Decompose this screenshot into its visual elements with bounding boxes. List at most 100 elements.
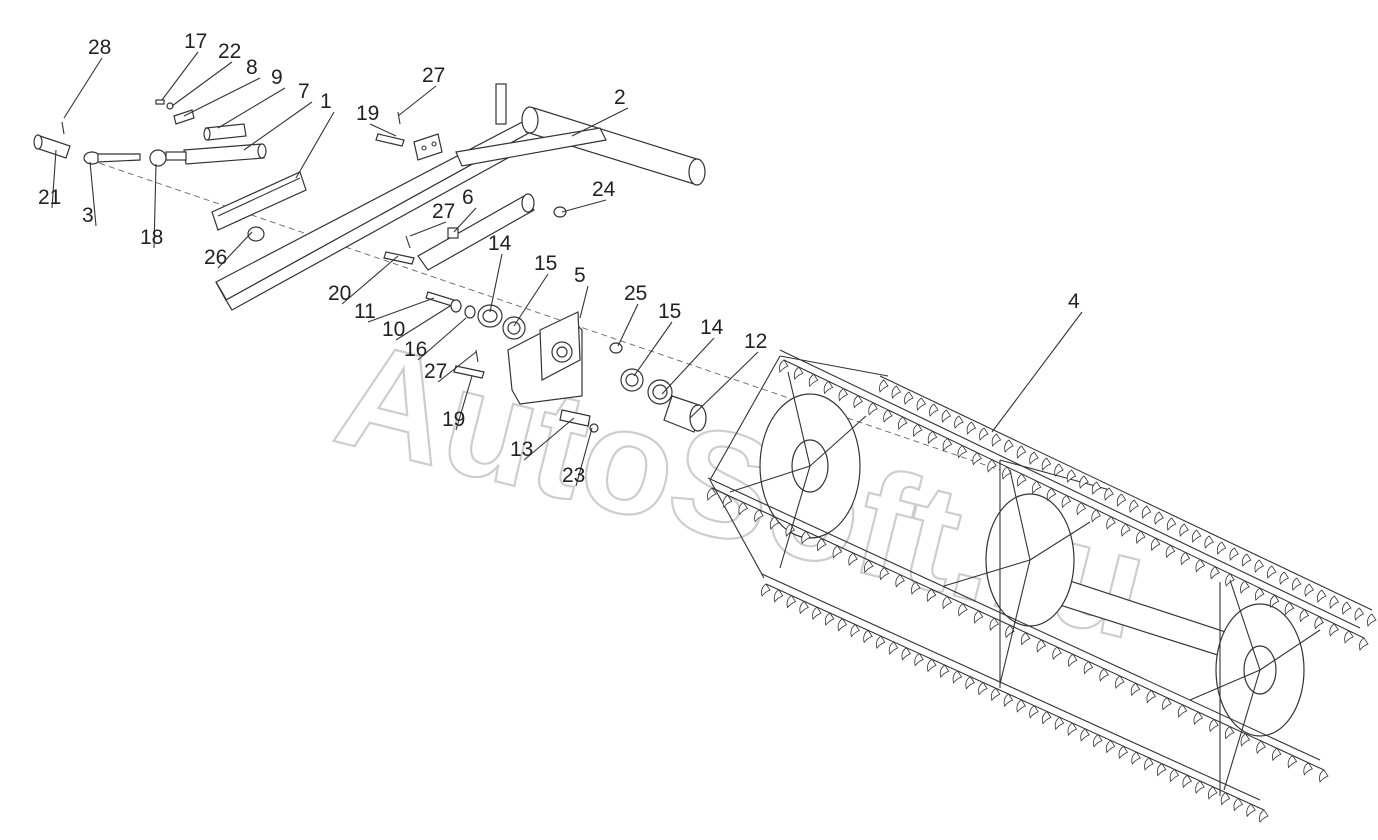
reel-tine (1329, 595, 1340, 609)
reel-tine (848, 552, 858, 566)
callout-number: 1 (320, 90, 332, 113)
reel-tine (1216, 541, 1227, 555)
reel-tine (1093, 734, 1103, 748)
reel-tine (916, 397, 927, 411)
callout-number: 17 (184, 30, 207, 53)
reel-tine (941, 409, 952, 423)
reel-tine (1131, 751, 1141, 765)
reel-tine (939, 664, 950, 679)
reel-tine (1256, 740, 1266, 754)
reel-tine (1269, 594, 1280, 609)
reel-tines (707, 359, 1377, 823)
reel-tine (1099, 668, 1109, 682)
callout-number: 19 (442, 408, 465, 431)
reel-tine (1272, 747, 1282, 762)
reel-tine (1303, 762, 1313, 776)
reel-tine (1146, 689, 1156, 704)
part-24-nut (553, 206, 567, 218)
reel-tine (1091, 481, 1102, 495)
reel-tine (1304, 583, 1315, 597)
reel-tine (1020, 632, 1031, 646)
callout-number: 22 (218, 40, 241, 63)
reel-tine (954, 415, 964, 429)
callout-leader-14 (489, 253, 503, 313)
reel-tine (1017, 473, 1027, 487)
reel-tine (952, 670, 963, 684)
reel-tine (1118, 745, 1129, 760)
reel-tine (1121, 523, 1131, 537)
reel-tine (1029, 451, 1039, 465)
callout-number: 12 (744, 330, 767, 353)
reel-tine (1052, 646, 1062, 660)
reel-tine (1144, 757, 1154, 771)
callout-number: 26 (204, 246, 227, 269)
reel-tine (1241, 553, 1252, 567)
callout-leader-25 (617, 303, 639, 347)
reel-tine (1054, 463, 1064, 477)
reel-tine (1169, 768, 1180, 783)
callout-leader-16 (417, 317, 467, 361)
reel-tine (1240, 733, 1251, 747)
callout-leader-10 (395, 305, 451, 341)
callout-number: 9 (271, 66, 283, 89)
reel-tine (891, 385, 902, 399)
reel-tine (1150, 537, 1161, 552)
reel-tine (942, 437, 953, 452)
part-1-channel (211, 171, 307, 231)
reel-tine (1224, 726, 1235, 740)
callout-number: 3 (82, 204, 94, 227)
callout-leader-1 (295, 111, 335, 179)
reel-tine (786, 595, 797, 609)
part-27-cotter-low (475, 349, 479, 363)
callout-leader-19 (455, 375, 473, 431)
reel-tine (1292, 577, 1302, 591)
reel-tine (1029, 705, 1039, 719)
reel-tine (808, 373, 819, 388)
reel-tine (1031, 480, 1042, 495)
part-27-cotter-mid (405, 235, 411, 249)
reel-tine (1367, 613, 1377, 627)
reel-tine (1083, 660, 1094, 675)
reel-tine (1141, 505, 1152, 519)
callout-leader-5 (579, 285, 589, 319)
reel-tine (1220, 792, 1231, 806)
reel-tine (1054, 716, 1065, 731)
reel-tine (1354, 607, 1365, 621)
reel-tine (904, 391, 914, 405)
reel-tine (754, 509, 764, 523)
reel-tine (1036, 639, 1047, 653)
callout-leader-12 (689, 351, 759, 419)
callout-number: 16 (404, 338, 427, 361)
part-26-washer (247, 226, 265, 242)
reel-tine (1299, 608, 1310, 623)
reel-tine (832, 545, 843, 559)
reel-tine (1104, 487, 1114, 501)
reel-tine (1193, 711, 1204, 726)
reel-tine (1016, 699, 1026, 713)
reel-tine (978, 681, 988, 696)
reel-tine (926, 588, 937, 603)
reel-tine (1154, 511, 1164, 525)
callout-leader-14 (661, 337, 715, 395)
part-14-ring-b-inner (652, 384, 668, 400)
reel-tine (1162, 697, 1172, 711)
reel-tine (1240, 580, 1250, 594)
callout-leader-26 (217, 231, 253, 269)
reel-tine (879, 566, 890, 581)
reel-tine (1002, 466, 1012, 480)
reel-tine (966, 421, 977, 435)
callout-number: 4 (1068, 290, 1080, 313)
callout-leader-13 (523, 417, 575, 461)
callout-number: 2 (614, 86, 626, 109)
reel-tine (1195, 559, 1206, 573)
part-5-bearing-housing (507, 311, 583, 405)
reel-tine (1080, 728, 1090, 742)
reel-tine (1204, 535, 1214, 549)
reel-tine (1068, 653, 1078, 668)
reel-tine (853, 395, 863, 409)
reel-tine (965, 676, 975, 690)
reel-tine (927, 658, 937, 673)
reel-tine (769, 516, 780, 530)
callout-leader-7 (243, 101, 313, 151)
